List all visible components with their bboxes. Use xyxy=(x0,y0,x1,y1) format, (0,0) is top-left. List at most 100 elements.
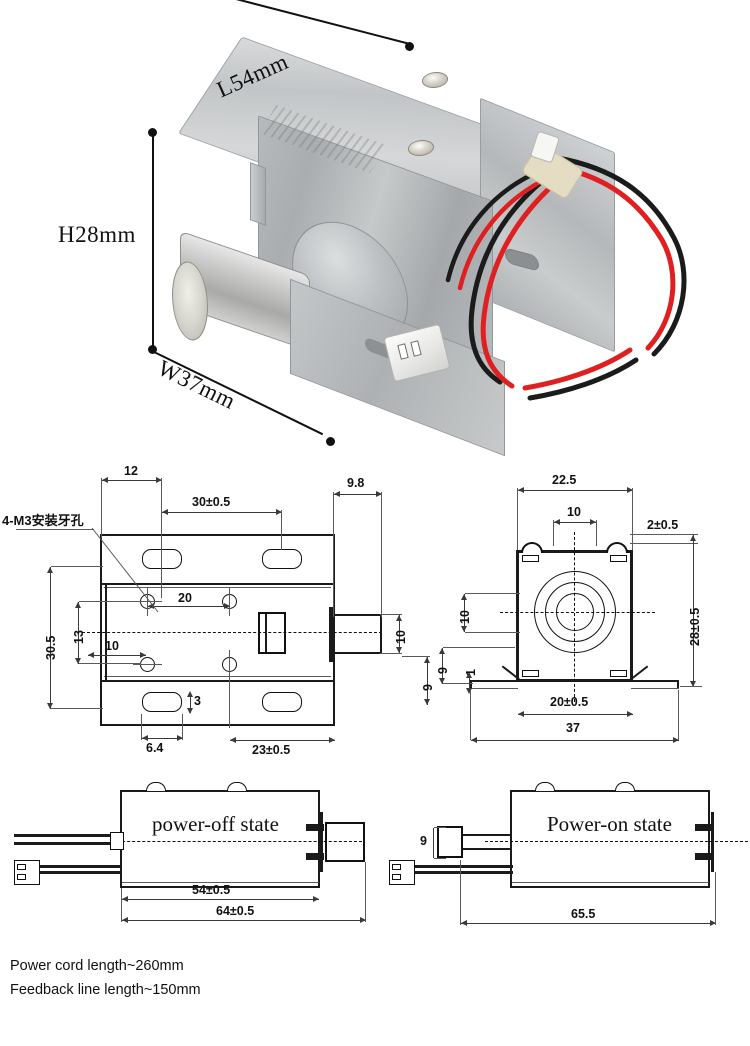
dim-655-line xyxy=(461,923,716,924)
dim-9-arrow-u xyxy=(424,657,430,663)
endview-tab-bottom-left xyxy=(522,670,539,677)
dim-dot-l-start xyxy=(405,42,414,51)
dim-23-label: 23±0.5 xyxy=(252,743,291,757)
dim-54-label: 54±0.5 xyxy=(192,883,231,897)
screw-head-rear xyxy=(420,72,450,88)
dim-12-arrow-right xyxy=(156,477,162,483)
plunger-flange xyxy=(329,607,334,662)
note-power-cord: Power cord length~260mm xyxy=(10,958,184,974)
dim-13-line xyxy=(78,602,79,664)
power-on-side-view: Power-on state 9 65.5 xyxy=(375,770,750,950)
dim-10-right-arrow-d xyxy=(396,647,402,653)
dim-12-label: 12 xyxy=(124,464,138,478)
on-body-right xyxy=(708,790,710,888)
dim-98-ext-left xyxy=(333,492,334,617)
dim-13-arrow-down xyxy=(75,658,81,664)
dim-10top-label: 10 xyxy=(567,505,581,519)
dim-9-end-arrow-d xyxy=(439,678,445,684)
solenoid-lock-photo xyxy=(150,30,710,457)
dim-10-right-ext-top xyxy=(380,614,402,615)
dim-9-label: 9 xyxy=(421,684,435,691)
dim-28-arrow-u xyxy=(690,535,696,541)
dim-20-arrow-r xyxy=(224,603,230,609)
off-wire-lower-b xyxy=(38,871,120,874)
dim-10-right-ext-bot xyxy=(380,653,402,654)
endview-boss-right xyxy=(606,542,628,553)
on-centerline xyxy=(485,841,750,842)
product-photo-panel: L54mm H28mm W37mm xyxy=(0,0,750,457)
dim-10-left-arrow-l xyxy=(88,652,94,658)
mounting-slot-top-right xyxy=(262,549,302,569)
dim-13-ext-bottom xyxy=(79,663,141,664)
dim-225-label: 22.5 xyxy=(552,473,577,487)
plunger-end xyxy=(380,614,382,654)
note-feedback-line: Feedback line length~150mm xyxy=(10,982,201,998)
dim-54-arrow-l xyxy=(122,896,128,902)
endview-body-left xyxy=(516,550,519,682)
on-shaft-bottom xyxy=(463,848,511,850)
off-connector-pin-top xyxy=(17,864,26,870)
plate-outline-right xyxy=(333,534,335,726)
dim-label-height: H28mm xyxy=(58,222,136,247)
off-plunger-flange-top xyxy=(306,824,324,831)
dim-dot-h-end xyxy=(148,345,157,354)
body-inner-bottom xyxy=(104,676,331,677)
dim-655-arrow-r xyxy=(710,920,716,926)
endview-tab-bottom-right xyxy=(610,670,627,677)
mounting-slot-bottom-right xyxy=(262,692,302,712)
dim-28-arrow-d xyxy=(690,681,696,687)
endview-tab-top-right xyxy=(610,555,627,562)
m3-crosshair-bl-h xyxy=(133,664,162,665)
on-body-bottom-inner xyxy=(512,882,709,883)
dim-64-arrow-l xyxy=(142,735,148,741)
dim-12-ext-right xyxy=(161,478,162,598)
off-body-top xyxy=(120,790,320,792)
dim-line-height xyxy=(152,132,154,350)
body-outline-top xyxy=(100,583,335,585)
dim-9-end-label: 9 xyxy=(436,667,450,674)
on-plunger-plate xyxy=(711,812,714,872)
internal-feature-rect xyxy=(258,612,286,654)
dim-1-label: 1 xyxy=(464,669,478,676)
off-plunger-plate xyxy=(320,812,323,872)
m3-crosshair-br-v xyxy=(229,650,230,728)
dim-225-arrow-r xyxy=(627,487,633,493)
off-plunger-body xyxy=(325,822,365,862)
dim-28-line xyxy=(693,535,694,687)
dim-28-ext-bot xyxy=(680,686,702,687)
dim-10left-line xyxy=(464,594,465,632)
dim-10-left-line xyxy=(88,655,146,656)
dim-10-left-arrow-r xyxy=(140,652,146,658)
off-wire-upper-b xyxy=(14,842,114,845)
endview-foot-left xyxy=(470,680,518,682)
dim-28-label: 28±0.5 xyxy=(688,607,702,646)
dim-30-arrow-right xyxy=(276,509,282,515)
dim-3-arrow-d xyxy=(187,708,193,714)
on-plunger-flange-top xyxy=(695,824,713,831)
endview-body-right xyxy=(630,550,633,682)
dim-64-ext-r xyxy=(182,714,183,740)
dim-37-ext-l xyxy=(470,690,471,740)
dim-37-ext-r xyxy=(678,690,679,740)
plunger-top xyxy=(334,614,382,616)
dim-9-end-arrow-u xyxy=(439,648,445,654)
dim-10-right-line xyxy=(399,615,400,653)
on-shaft-top xyxy=(463,834,511,836)
dim-64pm-line xyxy=(122,920,366,921)
on-shaft-cap xyxy=(437,826,463,858)
power-off-side-view: power-off state 54±0.5 64±0.5 xyxy=(0,770,375,950)
dim-10left-label: 10 xyxy=(458,610,472,624)
dim-98-line xyxy=(334,494,382,495)
dim-23-line xyxy=(230,740,335,741)
off-body-bottom-inner xyxy=(122,882,319,883)
dim-9on-ext-top xyxy=(434,827,446,828)
m3-holes-annotation: 4-M3安装牙孔 xyxy=(2,513,84,528)
dim-13-label: 13 xyxy=(72,630,86,644)
dim-98-arrow-right xyxy=(376,491,382,497)
endview-foot-right-edge xyxy=(677,680,679,689)
dim-30-arrow-left xyxy=(162,509,168,515)
power-on-label: Power-on state xyxy=(547,812,672,836)
off-centerline xyxy=(112,841,362,842)
dim-10left-ext-top xyxy=(465,593,520,594)
dim-305-ext-bottom xyxy=(51,708,103,709)
